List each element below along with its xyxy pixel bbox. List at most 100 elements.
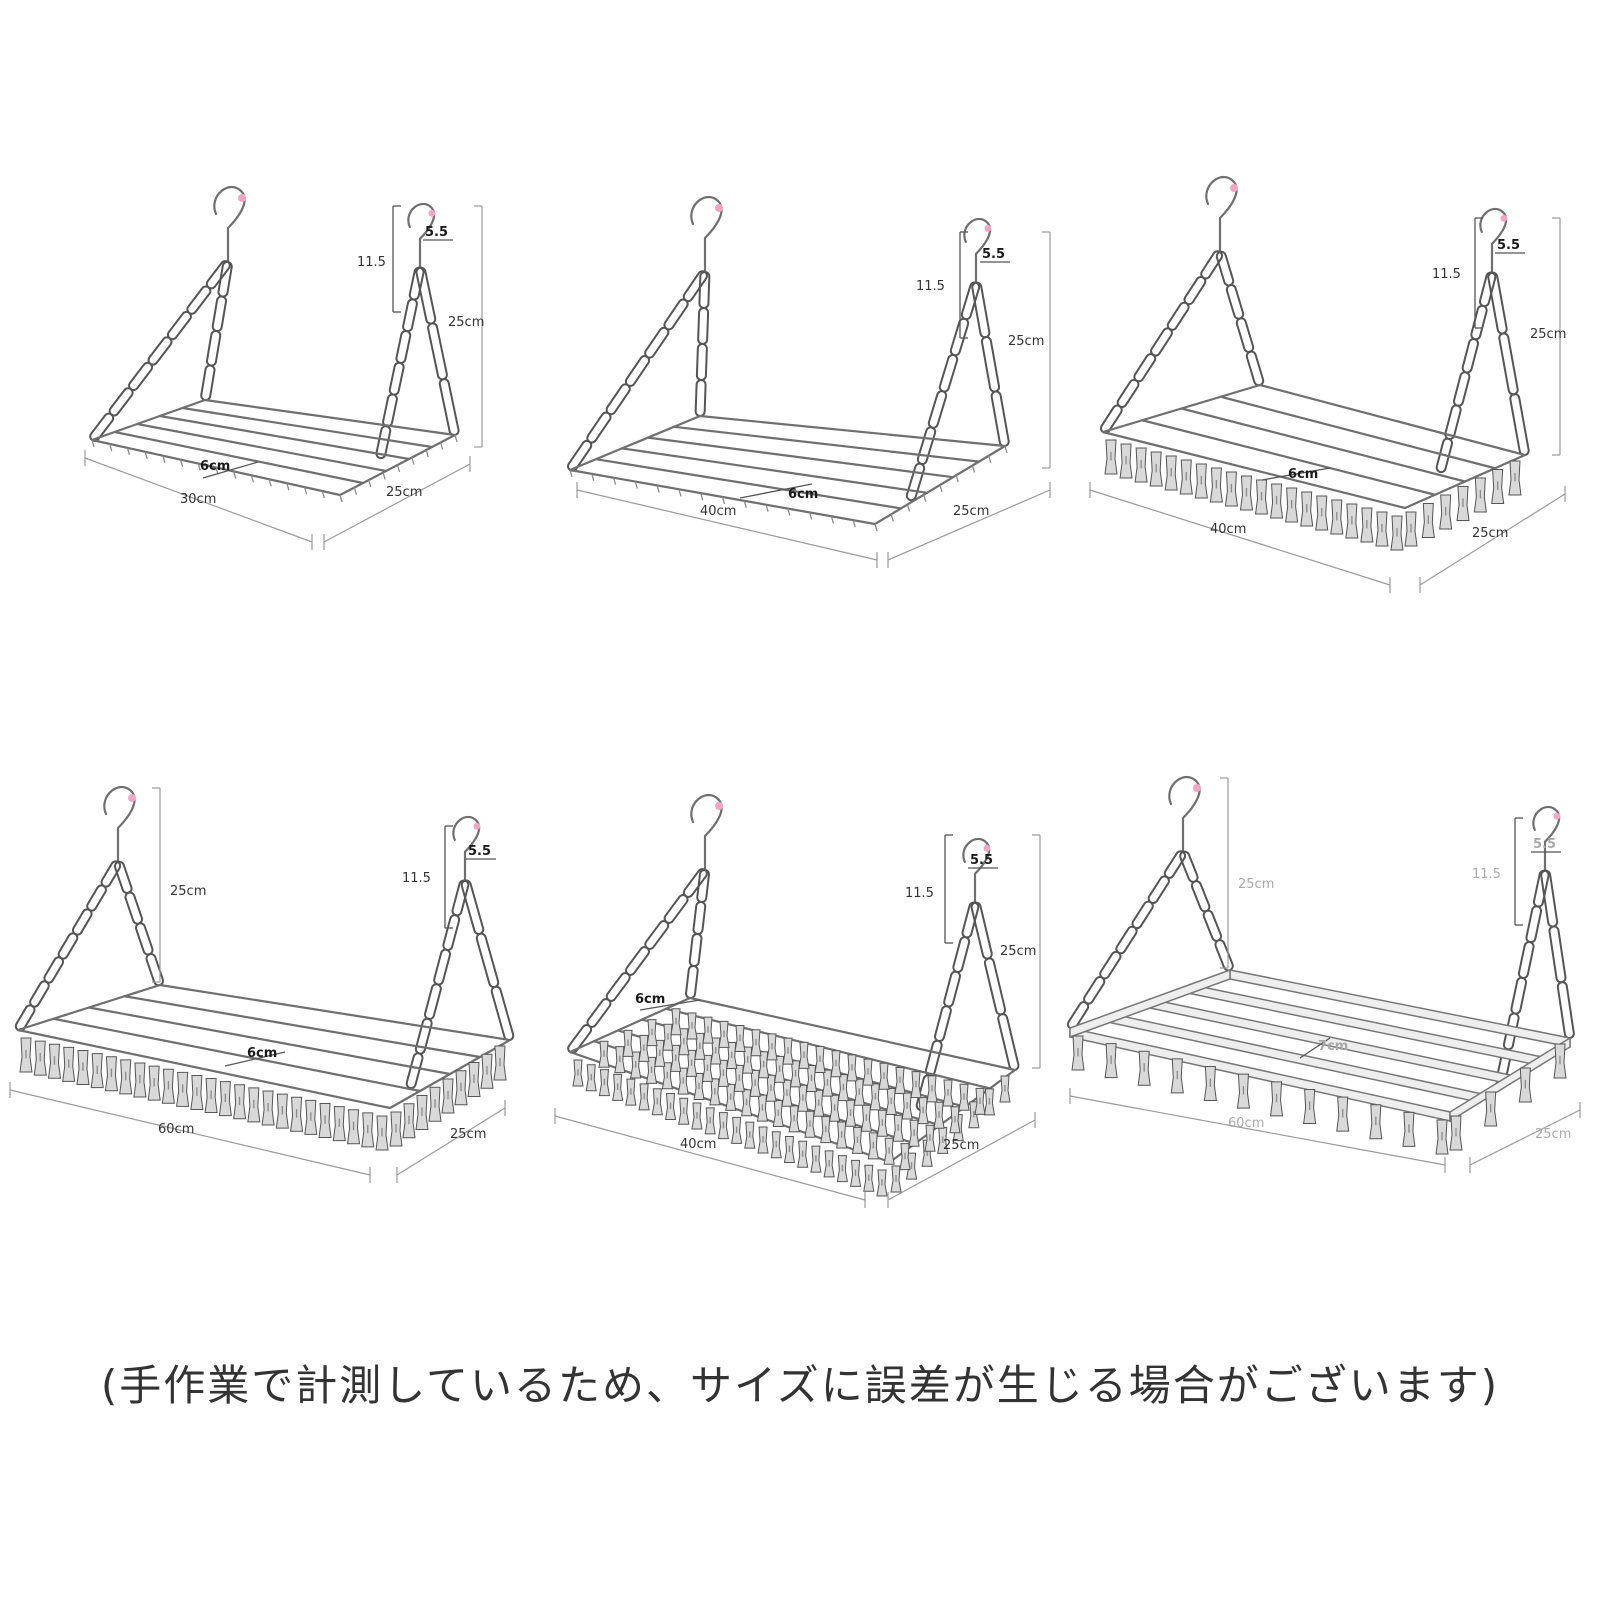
- depth-label: 25cm: [1472, 526, 1508, 541]
- rack-rail: [123, 995, 482, 1059]
- rack-rail: [1219, 395, 1497, 470]
- peg-prong: [233, 471, 237, 479]
- length-dimension: [1089, 489, 1391, 586]
- peg-prong: [700, 492, 704, 501]
- depth-dimension: [887, 1119, 1036, 1201]
- peg-prong: [809, 512, 813, 520]
- chain-link: [970, 901, 993, 960]
- peg-prong: [890, 514, 894, 522]
- hanging-hook: [963, 217, 992, 284]
- chain-link: [29, 980, 50, 1008]
- rack-rail: [646, 436, 955, 479]
- rack-rail: [113, 430, 365, 485]
- peg-prong: [569, 469, 573, 478]
- chain-link: [205, 260, 231, 290]
- chain-link: [100, 860, 122, 888]
- hook-height-label: 11.5: [905, 886, 934, 901]
- hook-width-label: 5.5: [982, 247, 1005, 262]
- chain-link: [1556, 981, 1575, 1040]
- depth-label: 25cm: [943, 1138, 979, 1153]
- rail-spacing-dimension: [224, 1051, 286, 1067]
- hook-width-label: 5.5: [970, 853, 993, 868]
- peg-prong: [874, 523, 878, 532]
- peg-prong: [144, 451, 148, 459]
- chain-link: [147, 336, 173, 366]
- measurement-disclaimer: (手作業で計測しているため、サイズに誤差が生じる場合がございます): [100, 1361, 1500, 1410]
- rail-spacing-dimension: [1299, 1037, 1331, 1059]
- chain-link: [89, 412, 115, 442]
- hanging-hook: [1168, 775, 1201, 854]
- chain-link: [108, 387, 134, 417]
- chain-link: [460, 879, 485, 935]
- peg-prong: [368, 479, 372, 488]
- hanging-hook: [407, 202, 436, 269]
- chain-link: [1202, 909, 1223, 942]
- chain-link: [1099, 950, 1122, 980]
- chain-link: [113, 860, 133, 894]
- hook-tip-cap: [984, 224, 992, 232]
- length-label: 40cm: [680, 1137, 716, 1152]
- peg-prong: [268, 479, 272, 487]
- peg-prong: [286, 483, 290, 491]
- chain-link: [124, 891, 144, 925]
- peg-prong: [197, 463, 201, 471]
- rack-rail: [136, 422, 388, 473]
- chain-link: [924, 1039, 943, 1077]
- chain-link: [1461, 337, 1480, 374]
- rack-rail: [1141, 419, 1437, 496]
- hook-width-label: 5.5: [1533, 837, 1556, 852]
- chain-link: [625, 946, 650, 976]
- peg-prong: [126, 447, 131, 456]
- chain-link: [682, 868, 708, 898]
- peg-prong: [923, 494, 927, 502]
- chain-link: [943, 970, 962, 1008]
- hook-height-label: 11.5: [402, 871, 431, 886]
- chain-link: [1150, 327, 1173, 357]
- peg-prong: [353, 487, 357, 495]
- chain-link: [952, 936, 971, 973]
- length-label: 40cm: [700, 504, 736, 519]
- peg-prong: [162, 455, 166, 463]
- chain-link: [128, 361, 154, 392]
- chain-link: [1115, 925, 1138, 955]
- hook-tip-cap: [1500, 214, 1508, 222]
- hook-tip-cap: [983, 844, 991, 852]
- chain-link: [433, 948, 452, 986]
- chain-link: [211, 295, 228, 333]
- chain-link: [1452, 371, 1471, 407]
- chain-link: [905, 462, 926, 502]
- peg-prong: [852, 519, 856, 528]
- depth-label: 25cm: [953, 504, 989, 519]
- chain-link: [1525, 905, 1543, 944]
- length-dimension: [9, 1089, 371, 1176]
- chain-link: [1517, 941, 1535, 979]
- total-height-label: 25cm: [1238, 877, 1274, 892]
- chain-link: [586, 411, 612, 444]
- chain-link: [1133, 353, 1157, 383]
- total-height-label: 25cm: [170, 884, 206, 899]
- chain-link: [423, 983, 442, 1021]
- length-label: 60cm: [158, 1122, 194, 1137]
- length-dimension: [576, 489, 878, 561]
- chain-link: [698, 270, 711, 310]
- hook-tip-cap: [428, 209, 436, 217]
- chain-link: [644, 326, 670, 359]
- hook-width-label: 5.5: [468, 844, 491, 859]
- hanging-hook: [690, 195, 723, 274]
- hook-width-label: 5.5: [1497, 238, 1520, 253]
- peg-prong: [787, 508, 791, 516]
- chain-link: [697, 306, 710, 346]
- chain-link: [1190, 880, 1211, 913]
- peg-prong: [678, 489, 682, 497]
- rack-rail: [52, 1017, 422, 1093]
- chain-link: [980, 336, 1001, 393]
- chain-link: [682, 270, 708, 303]
- chain-link: [1470, 304, 1488, 341]
- chain-link: [1225, 284, 1245, 320]
- chain-link: [1166, 301, 1190, 331]
- chain-link: [57, 932, 79, 960]
- chain-link: [86, 884, 107, 912]
- chain-link: [694, 378, 707, 418]
- chain-link: [692, 900, 707, 936]
